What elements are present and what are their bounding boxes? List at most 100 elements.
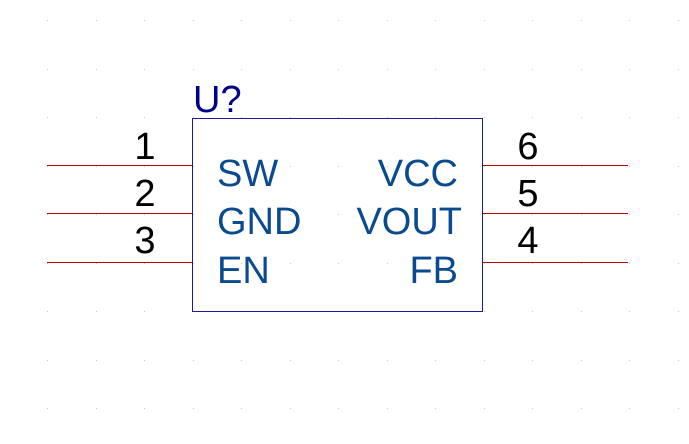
grid-dot bbox=[193, 166, 194, 167]
grid-dot bbox=[193, 360, 194, 361]
grid-dot bbox=[193, 263, 194, 264]
grid-dot bbox=[678, 117, 679, 118]
right-pin-5[interactable]: 5 VOUT bbox=[356, 173, 628, 243]
grid-dot bbox=[629, 20, 630, 21]
grid-dot bbox=[435, 117, 436, 118]
grid-dot bbox=[484, 408, 485, 409]
grid-dot bbox=[532, 69, 533, 70]
grid-dot bbox=[678, 311, 679, 312]
pin-number: 5 bbox=[517, 173, 538, 215]
grid-dot bbox=[290, 360, 291, 361]
grid-dot bbox=[629, 69, 630, 70]
grid-dot bbox=[581, 214, 582, 215]
grid-dot bbox=[241, 408, 242, 409]
pin-name: FB bbox=[409, 250, 458, 292]
left-pin-2[interactable]: 2 GND bbox=[47, 173, 301, 243]
grid-dot bbox=[387, 69, 388, 70]
grid-dot bbox=[290, 214, 291, 215]
grid-dot bbox=[484, 214, 485, 215]
grid-dot bbox=[629, 311, 630, 312]
grid-dot bbox=[629, 360, 630, 361]
right-pin-6[interactable]: 6 VCC bbox=[378, 126, 628, 195]
grid-dot bbox=[629, 408, 630, 409]
grid-dot bbox=[435, 166, 436, 167]
grid-dot bbox=[96, 360, 97, 361]
grid-dot bbox=[290, 408, 291, 409]
grid-dot bbox=[629, 214, 630, 215]
grid-dot bbox=[290, 69, 291, 70]
grid-dot bbox=[484, 263, 485, 264]
grid-dot bbox=[629, 166, 630, 167]
grid-dot bbox=[387, 117, 388, 118]
component-reference[interactable]: U? bbox=[193, 79, 242, 121]
grid-dot bbox=[387, 360, 388, 361]
grid-dot bbox=[47, 360, 48, 361]
grid-dot bbox=[338, 20, 339, 21]
component-body[interactable] bbox=[192, 118, 483, 312]
grid-dot bbox=[96, 214, 97, 215]
grid-dot bbox=[435, 69, 436, 70]
grid-dot bbox=[678, 408, 679, 409]
grid-dot bbox=[96, 408, 97, 409]
pin-number: 6 bbox=[517, 126, 538, 168]
grid-dot bbox=[484, 311, 485, 312]
grid-dot bbox=[532, 263, 533, 264]
grid-dot bbox=[532, 117, 533, 118]
grid-dot bbox=[241, 166, 242, 167]
pin-number: 1 bbox=[134, 126, 155, 168]
pin-number: 3 bbox=[134, 220, 155, 262]
grid-dot bbox=[290, 263, 291, 264]
grid-dot bbox=[241, 263, 242, 264]
grid-dot bbox=[484, 69, 485, 70]
grid-dot bbox=[47, 69, 48, 70]
grid-dot bbox=[678, 69, 679, 70]
grid-dot bbox=[435, 263, 436, 264]
grid-dot bbox=[581, 311, 582, 312]
grid-dot bbox=[387, 263, 388, 264]
grid-dot bbox=[338, 166, 339, 167]
grid-dot bbox=[678, 166, 679, 167]
grid-dot bbox=[387, 166, 388, 167]
grid-dot bbox=[581, 360, 582, 361]
grid-dot bbox=[338, 408, 339, 409]
schematic-component[interactable]: U? 1 SW 2 GND 3 EN 6 VCC 5 VOUT bbox=[47, 79, 628, 312]
grid-dot bbox=[144, 214, 145, 215]
grid-dot bbox=[241, 20, 242, 21]
grid-dot bbox=[47, 408, 48, 409]
grid-dot bbox=[96, 166, 97, 167]
grid-dot bbox=[387, 408, 388, 409]
grid-dot bbox=[193, 20, 194, 21]
grid-dot bbox=[47, 214, 48, 215]
pin-number: 2 bbox=[134, 173, 155, 215]
grid-dot bbox=[435, 20, 436, 21]
grid-dot bbox=[290, 117, 291, 118]
grid-dot bbox=[241, 360, 242, 361]
left-pin-3[interactable]: 3 EN bbox=[47, 220, 270, 292]
grid-dot bbox=[484, 360, 485, 361]
grid-dot bbox=[96, 117, 97, 118]
right-pin-4[interactable]: 4 FB bbox=[409, 220, 628, 292]
grid-dot bbox=[629, 263, 630, 264]
grid-dot bbox=[338, 214, 339, 215]
grid-dot bbox=[532, 408, 533, 409]
grid-dot bbox=[241, 69, 242, 70]
grid-dot bbox=[532, 214, 533, 215]
grid-dot bbox=[484, 166, 485, 167]
grid-dot bbox=[96, 311, 97, 312]
grid-dot bbox=[338, 69, 339, 70]
grid-dot bbox=[532, 311, 533, 312]
grid-dot bbox=[47, 263, 48, 264]
grid-dot bbox=[193, 117, 194, 118]
grid-dot bbox=[581, 117, 582, 118]
grid-dot bbox=[47, 166, 48, 167]
pin-name: EN bbox=[217, 250, 270, 292]
grid-dot bbox=[484, 20, 485, 21]
grid-dot bbox=[678, 263, 679, 264]
grid-dot bbox=[144, 360, 145, 361]
grid-dot bbox=[678, 360, 679, 361]
grid-dot bbox=[193, 69, 194, 70]
left-pin-1[interactable]: 1 SW bbox=[47, 126, 278, 195]
grid-dot bbox=[532, 166, 533, 167]
grid-dot bbox=[532, 360, 533, 361]
